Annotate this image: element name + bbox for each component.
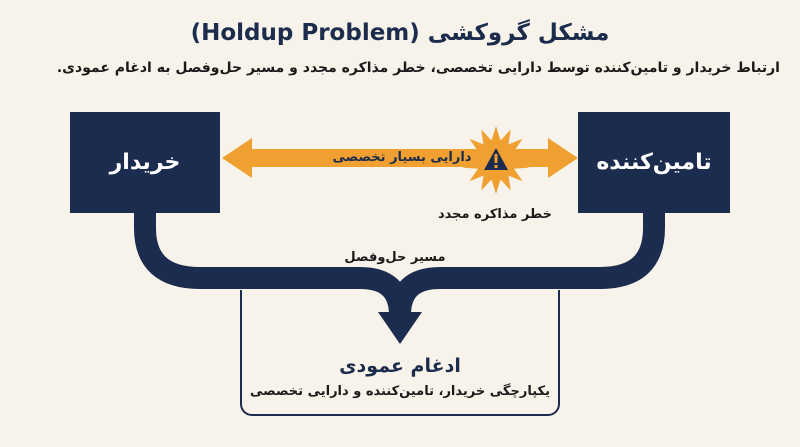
risk-label: خطر مذاکره مجدد: [437, 207, 553, 222]
supplier-flow-path: [389, 213, 665, 316]
merge-arrowhead: [378, 312, 422, 344]
warning-icon-bar: [494, 154, 498, 163]
result-title: ادغام عمودی: [339, 355, 461, 377]
warning-icon-dot: [494, 165, 498, 168]
result-frame: [240, 290, 560, 416]
right-arrowhead: [548, 138, 578, 178]
diagram-title: مشکل گروکشی (Holdup Problem): [190, 20, 610, 46]
result-description: یکپارچگی خریدار، تامین‌کننده و دارایی تخ…: [250, 384, 550, 399]
path-label: مسیر حل‌وفصل: [344, 250, 446, 265]
asset-label: دارایی بسیار تخصصی: [332, 150, 472, 165]
left-arrowhead: [222, 138, 252, 178]
diagram-subtitle: ارتباط خریدار و تامین‌کننده توسط دارایی …: [56, 60, 780, 76]
buyer-node: خریدار: [70, 112, 220, 213]
supplier-node: تامین‌کننده: [578, 112, 730, 213]
